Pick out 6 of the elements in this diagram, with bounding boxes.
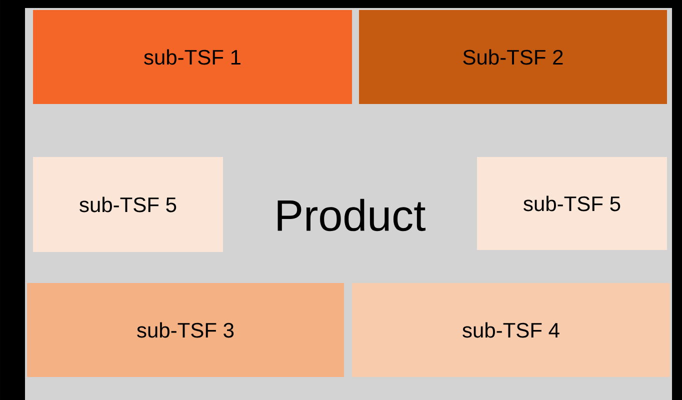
label-box: sub-TSF 4 — [352, 283, 670, 377]
label-box: sub-TSF 1 — [33, 10, 352, 104]
label-box: Sub-TSF 2 — [359, 10, 667, 104]
label-box: sub-TSF 3 — [27, 283, 344, 377]
label-box: sub-TSF 5 — [477, 157, 667, 250]
label-box: sub-TSF 5 — [33, 157, 223, 252]
